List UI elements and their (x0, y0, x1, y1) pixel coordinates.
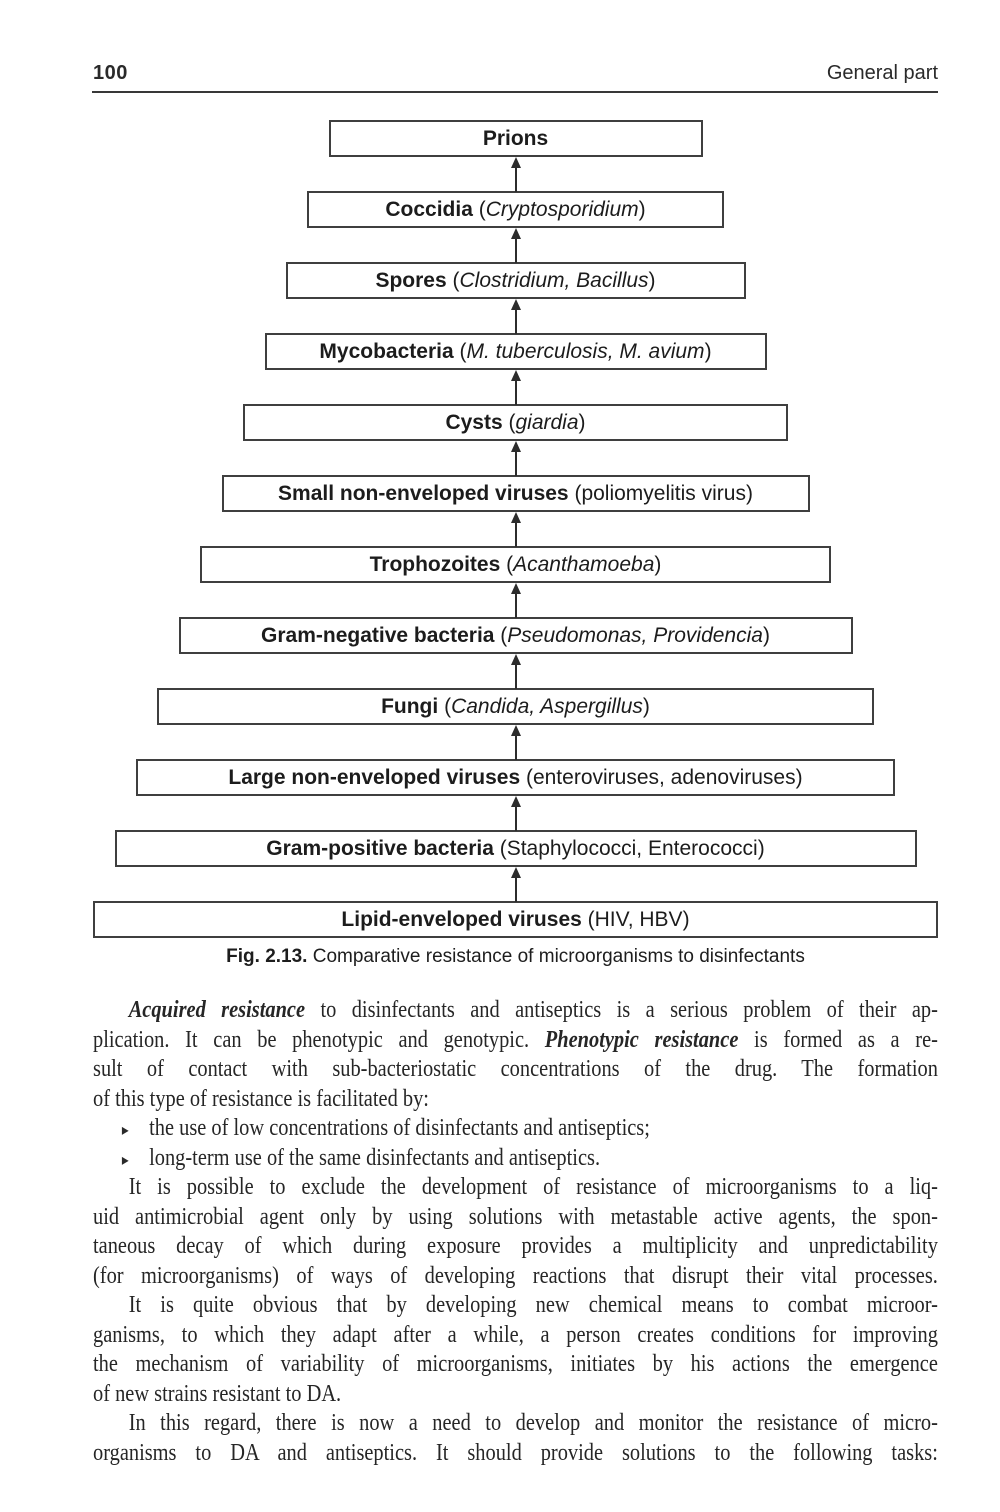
text-span: organisms to DA and antiseptics. It shou… (93, 1439, 938, 1466)
up-arrow-icon (508, 583, 524, 618)
text-span: taneous decay of which during exposure p… (93, 1233, 938, 1259)
box-paren: Acanthamoeba (513, 552, 655, 576)
running-head: General part (826, 62, 938, 84)
diagram-box: Spores (Clostridium, Bacillus) (285, 262, 746, 299)
diagram-box: Trophozoites (Acanthamoeba) (200, 546, 831, 583)
box-paren: Staphylococci, Enterococci (506, 836, 758, 860)
text-line: uid antimicrobial agent only by using so… (93, 1203, 938, 1233)
text-line: sult of contact with sub-bacteriostatic … (93, 1055, 938, 1085)
figure-caption: Fig. 2.13. Comparative resistance of mic… (93, 946, 938, 968)
header-rule (92, 91, 938, 93)
body-text: Acquired resistance to disinfectants and… (93, 996, 938, 1468)
text-line: In this regard, there is now a need to d… (93, 1409, 938, 1439)
text-span: long-term use of the same disinfectants … (149, 1144, 601, 1171)
diagram-box: Small non-enveloped viruses (poliomyelit… (221, 475, 810, 512)
box-label: Large non-enveloped viruses (228, 765, 521, 789)
box-label: Lipid-enveloped viruses (341, 907, 582, 931)
text-span: of this type of resistance is facilitate… (93, 1085, 429, 1112)
box-label: Gram-negative bacteria (261, 623, 495, 647)
box-label: Coccidia (385, 197, 473, 221)
up-arrow-icon (508, 867, 524, 902)
box-label: Prions (482, 126, 549, 150)
box-label: Gram-positive bacteria (266, 836, 494, 860)
text-line: ▸ long-term use of the same disinfectants… (93, 1144, 938, 1174)
text-line: the mechanism of variability of microorg… (93, 1350, 938, 1380)
text-line: Acquired resistance to disinfectants and… (93, 996, 938, 1026)
box-paren: poliomyelitis virus (581, 481, 746, 505)
text-span: plication. It can be phenotypic and geno… (93, 1026, 545, 1053)
diagram-box: Fungi (Candida, Aspergillus) (157, 688, 874, 725)
paragraph: In this regard, there is now a need to d… (93, 1409, 938, 1468)
up-arrow-icon (508, 157, 524, 192)
box-label: Spores (375, 268, 447, 292)
box-paren: Pseudomonas, Providencia (507, 623, 763, 647)
up-arrow-icon (508, 725, 524, 760)
up-arrow-icon (508, 299, 524, 334)
text-span: It is quite obvious that by developing n… (128, 1292, 938, 1318)
page-header: 100 General part (93, 62, 938, 85)
text-span: is formed as a re- (738, 1026, 938, 1053)
text-span: to disinfectants and antiseptics is a se… (305, 997, 938, 1023)
box-paren: Cryptosporidium (485, 197, 639, 221)
text-span: the mechanism of variability of microorg… (93, 1351, 938, 1377)
text-span: the use of low concentrations of disinfe… (149, 1115, 650, 1141)
figure-caption-text: Comparative resistance of microorganisms… (312, 946, 805, 967)
box-paren: Candida, Aspergillus (451, 694, 643, 718)
box-paren: HIV, HBV (594, 907, 683, 931)
bullet-triangle-icon: ▸ (121, 1120, 129, 1139)
text-line: taneous decay of which during exposure p… (93, 1232, 938, 1262)
paragraph: It is possible to exclude the developmen… (93, 1173, 938, 1291)
up-arrow-icon (508, 796, 524, 831)
text-span: ganisms, to which they adapt after a whi… (93, 1321, 938, 1348)
paragraph: It is quite obvious that by developing n… (93, 1291, 938, 1409)
figure-caption-label: Fig. 2.13. (226, 946, 308, 967)
diagram-box: Gram-positive bacteria (Staphylococci, E… (114, 830, 917, 867)
diagram-box: Coccidia (Cryptosporidium) (307, 191, 724, 228)
page-number: 100 (93, 62, 128, 84)
box-label: Trophozoites (369, 552, 501, 576)
emphasis-text: Acquired resistance (128, 997, 306, 1023)
bullet-item: ▸ long-term use of the same disinfectants… (93, 1144, 938, 1174)
text-line: organisms to DA and antiseptics. It shou… (93, 1439, 938, 1469)
text-line: (for microorganisms) of ways of developi… (93, 1262, 938, 1292)
box-paren: giardia (515, 410, 579, 434)
bullet-triangle-icon: ▸ (121, 1149, 129, 1169)
text-line: ganisms, to which they adapt after a whi… (93, 1321, 938, 1351)
paragraph: Acquired resistance to disinfectants and… (93, 996, 938, 1114)
box-paren: M. tuberculosis, M. avium (466, 339, 705, 363)
box-paren: enteroviruses, adenoviruses (532, 765, 796, 789)
diagram-box: Mycobacteria (M. tuberculosis, M. avium) (264, 333, 767, 370)
diagram-box: Prions (328, 120, 703, 157)
diagram-box: Gram-negative bacteria (Pseudomonas, Pro… (178, 617, 853, 654)
text-line: plication. It can be phenotypic and geno… (93, 1026, 938, 1056)
box-label: Mycobacteria (319, 339, 454, 363)
box-paren: Clostridium, Bacillus (459, 268, 649, 292)
box-label: Cysts (445, 410, 503, 434)
up-arrow-icon (508, 441, 524, 476)
text-line: It is quite obvious that by developing n… (93, 1291, 938, 1321)
up-arrow-icon (508, 654, 524, 689)
box-label: Fungi (381, 694, 439, 718)
box-label: Small non-enveloped viruses (278, 481, 569, 505)
text-line: It is possible to exclude the developmen… (93, 1173, 938, 1203)
up-arrow-icon (508, 228, 524, 263)
text-line: of new strains resistant to DA. (93, 1380, 938, 1410)
emphasis-text: Phenotypic resistance (544, 1026, 739, 1053)
bullet-item: ▸ the use of low concentrations of disinf… (93, 1114, 938, 1144)
text-span: sult of contact with sub-bacteriostatic … (93, 1056, 938, 1082)
text-line: ▸ the use of low concentrations of disinf… (93, 1114, 938, 1144)
text-line: of this type of resistance is facilitate… (93, 1085, 938, 1115)
diagram-box: Lipid-enveloped viruses (HIV, HBV) (93, 901, 938, 938)
diagram-box: Cysts (giardia) (243, 404, 788, 441)
text-span: In this regard, there is now a need to d… (128, 1410, 938, 1436)
text-span: (for microorganisms) of ways of developi… (93, 1262, 938, 1289)
text-span: uid antimicrobial agent only by using so… (93, 1203, 938, 1230)
text-span: It is possible to exclude the developmen… (128, 1174, 938, 1200)
diagram-box: Large non-enveloped viruses (enterovirus… (136, 759, 895, 796)
text-span: of new strains resistant to DA. (93, 1380, 342, 1407)
up-arrow-icon (508, 370, 524, 405)
up-arrow-icon (508, 512, 524, 547)
